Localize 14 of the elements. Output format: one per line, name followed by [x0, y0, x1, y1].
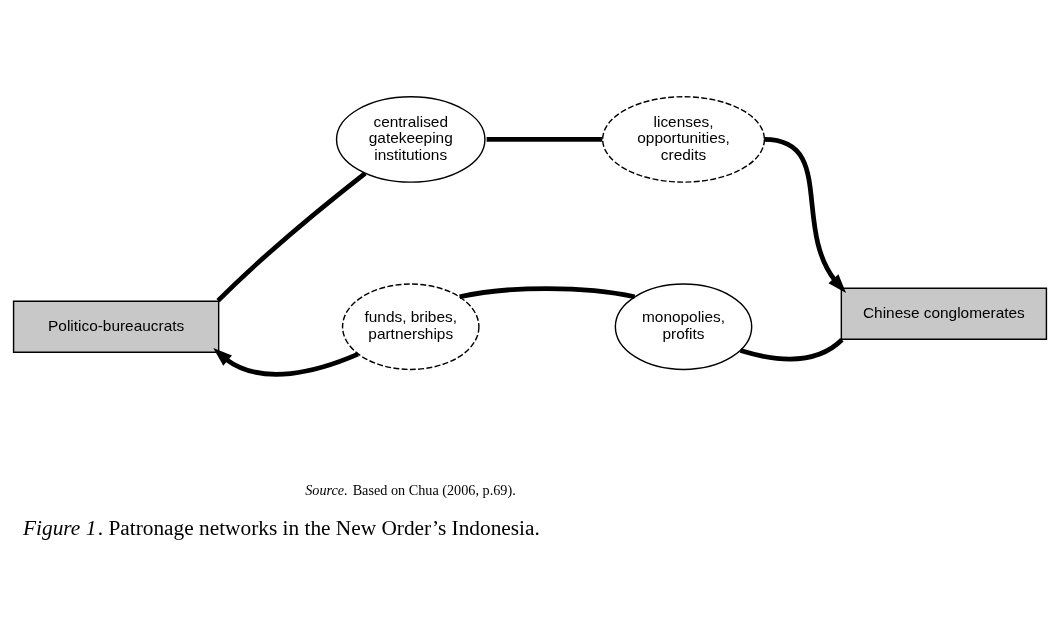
connector — [459, 285, 636, 299]
connector — [216, 170, 367, 302]
caption: Figure 1. Patronage networks in the New Order’s Indonesia. — [23, 515, 540, 540]
connector — [739, 337, 844, 361]
label: Source. Based on Chua (2006, p.69). — [305, 481, 516, 498]
node-ellipse: licenses, opportunities, credits — [601, 95, 766, 183]
arrow — [764, 136, 847, 293]
node-box: Chinese conglomerates — [840, 287, 1048, 340]
node-ellipse: monopolies, profits — [614, 282, 753, 370]
node-ellipse: funds, bribes, partnerships — [341, 282, 480, 370]
arrow — [213, 347, 359, 377]
node-ellipse: centralised gatekeeping institutions — [335, 95, 486, 183]
node-box: Politico-bureaucrats — [12, 300, 220, 353]
connector — [486, 136, 603, 142]
